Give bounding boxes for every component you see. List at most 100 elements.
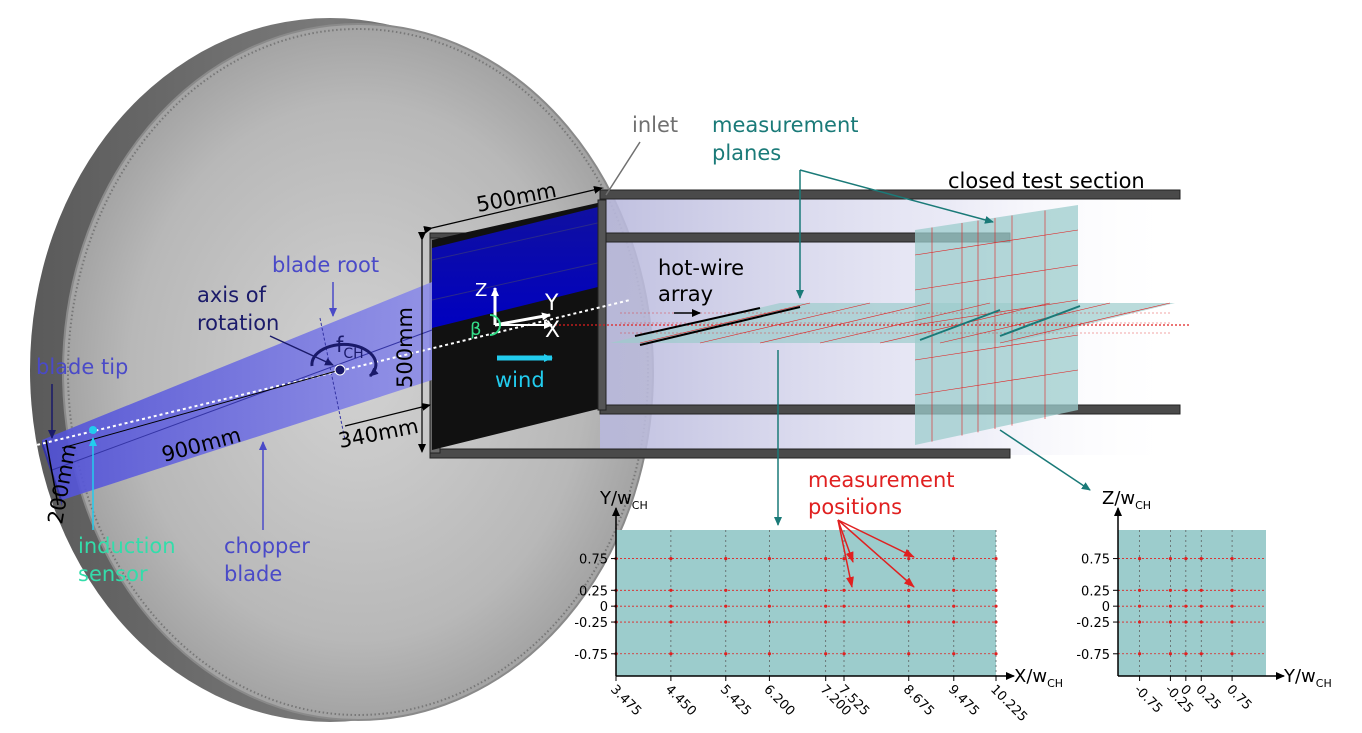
measurement-point <box>1184 652 1188 656</box>
inlet-line <box>431 261 603 301</box>
coordinate-system: Z Y X β wind <box>470 280 560 392</box>
hot-wire-label-1: hot-wire <box>658 256 744 280</box>
x-tick-label: 6.200 <box>761 682 798 719</box>
measurement-point <box>1199 652 1203 656</box>
blade-face <box>42 282 432 500</box>
induction-sensor-label-1: induction <box>78 534 176 558</box>
measurement-point <box>824 588 828 592</box>
plane-grid-lines <box>620 210 1171 442</box>
measurement-point <box>994 588 998 592</box>
measurement-point <box>842 604 846 608</box>
blade <box>7 282 631 506</box>
blade-length-dim <box>61 369 341 449</box>
x-tick-label: 4.450 <box>662 682 699 719</box>
x-tick-label: 0.25 <box>1192 682 1223 713</box>
inlet-post <box>597 199 607 411</box>
measurement-point <box>1168 588 1173 592</box>
measurement-point <box>907 588 911 592</box>
f-ch-sub: CH <box>343 346 363 362</box>
measurement-point <box>1230 588 1234 592</box>
measurement-point <box>1137 652 1142 656</box>
hot-wires <box>634 305 1081 346</box>
measurement-point <box>907 556 911 561</box>
measurement-point <box>1230 620 1234 624</box>
x-axis-label-main: Y/w <box>1283 666 1316 687</box>
measurement-point <box>907 620 911 624</box>
measurement-point <box>724 604 728 608</box>
measurement-point <box>842 588 846 592</box>
measurement-point <box>842 556 846 561</box>
measurement-point <box>1168 556 1173 561</box>
measurement-point <box>824 604 828 608</box>
x-tick-label: 9.475 <box>945 682 982 719</box>
x-tick-label: 10.225 <box>987 682 1030 725</box>
x-tick-label: 0.75 <box>1223 682 1254 713</box>
axis-of-rotation-label-2: rotation <box>197 311 279 335</box>
measurement-point <box>994 556 998 561</box>
measurement-point <box>1137 588 1142 592</box>
inlet-height-dim: 500mm <box>393 307 417 388</box>
y-tick-label: -0.25 <box>574 616 608 631</box>
measurement-point <box>1137 604 1142 608</box>
x-axis-label: X/wCH <box>1014 666 1063 690</box>
measurement-point <box>952 556 956 561</box>
measurement-point <box>824 620 828 624</box>
measurement-point <box>1230 652 1234 656</box>
measurement-point <box>994 620 998 624</box>
wind-label: wind <box>495 368 545 392</box>
y-axis-label-main: Z/w <box>1102 488 1135 509</box>
grid-line <box>914 264 1079 291</box>
rotation-center <box>334 364 346 376</box>
y-tick-label: 0.25 <box>579 584 608 599</box>
grid-line <box>914 229 1079 256</box>
measurement-planes-label-1: measurement <box>712 113 859 137</box>
y-axis-label-sub: CH <box>1135 499 1151 512</box>
measurement-point <box>1184 556 1188 561</box>
measurement-point <box>952 620 956 624</box>
blade-width-dim <box>45 439 59 506</box>
measurement-point <box>1184 604 1188 608</box>
blade-root-line <box>319 317 346 441</box>
measurement-point <box>669 556 673 561</box>
measurement-planes-label-2: planes <box>712 141 781 165</box>
y-tick-label: 0.75 <box>579 553 608 568</box>
measurement-point <box>724 652 728 656</box>
measurement-point <box>767 604 772 608</box>
y-tick-label: 0 <box>600 600 608 615</box>
closed-test-section-label: closed test section <box>948 169 1145 193</box>
grid-line <box>914 334 1079 361</box>
blade-root-label: blade root <box>272 253 379 277</box>
y-tick-label: -0.75 <box>1076 648 1110 663</box>
measurement-point <box>669 604 673 608</box>
measurement-point <box>669 588 673 592</box>
measurement-point <box>1199 620 1203 624</box>
measurement-positions-label-1: measurement <box>808 468 955 492</box>
measurement-point <box>767 620 772 624</box>
measurement-point <box>724 620 728 624</box>
measurement-point <box>1137 620 1142 624</box>
plot-area <box>1118 530 1266 676</box>
measurement-point <box>907 604 911 608</box>
y-axis-label: Z/wCH <box>1102 488 1151 512</box>
measurement-point <box>994 652 998 656</box>
induction-sensor-label-2: sensor <box>78 562 148 586</box>
x-tick-label: 3.475 <box>607 682 644 719</box>
rail-bottom-back <box>599 404 1181 415</box>
measurement-point <box>952 588 956 592</box>
grid-line <box>914 299 1079 326</box>
beta-label: β <box>470 319 482 340</box>
y-tick-label: -0.75 <box>574 648 608 663</box>
rail-bottom-front <box>429 448 1011 459</box>
measurement-point <box>1199 556 1203 561</box>
measurement-positions-label-2: positions <box>808 495 902 519</box>
measurement-point <box>1168 604 1173 608</box>
induction-sensor-dot <box>89 426 97 434</box>
measurement-point <box>724 588 728 592</box>
measurement-point <box>767 652 772 656</box>
measurement-point <box>1184 620 1188 624</box>
axis-of-rotation-label-1: axis of <box>197 283 267 307</box>
x-tick-label: -0.75 <box>1131 682 1165 716</box>
